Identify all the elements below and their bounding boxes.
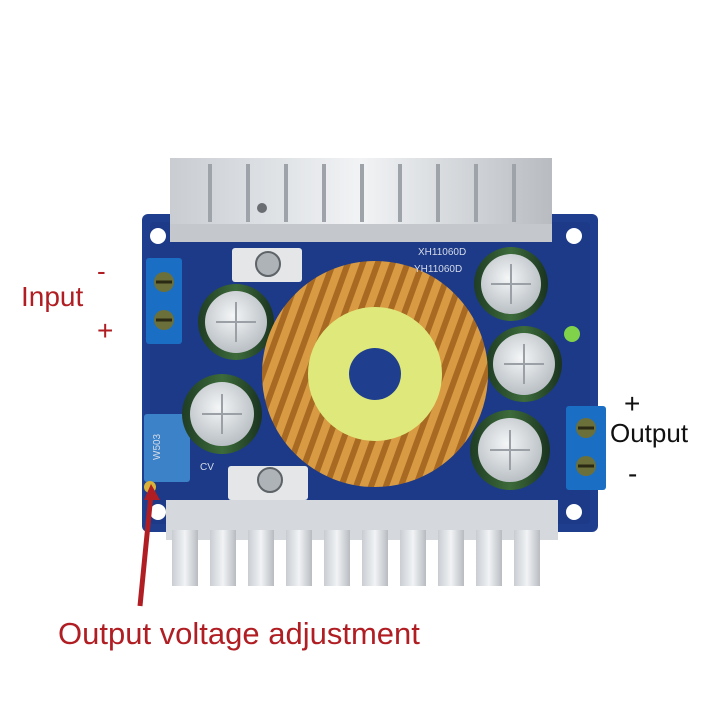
mosfet-top	[232, 248, 302, 282]
chip-marking-1: XH11060D	[418, 247, 466, 258]
adjustment-arrow	[137, 484, 160, 607]
mount-hole	[150, 228, 166, 244]
pot-marking: W503	[152, 433, 163, 460]
cv-marking: CV	[200, 462, 214, 473]
bottom-heatsink	[166, 500, 558, 586]
input-label: Input	[21, 281, 84, 312]
chip-marking-2: YH11060D	[414, 264, 462, 275]
toroid-inductor	[262, 261, 488, 487]
mount-hole	[566, 504, 582, 520]
output-plus-label: +	[624, 388, 641, 419]
output-minus-label: -	[628, 458, 638, 489]
output-voltage-adjustment-label: Output voltage adjustment	[58, 616, 420, 651]
input-minus-label: -	[97, 256, 106, 286]
capacitor-right-middle	[486, 326, 562, 402]
potentiometer	[144, 414, 190, 493]
output-label: Output	[610, 418, 689, 448]
input-terminal	[146, 258, 182, 344]
top-heatsink	[170, 158, 552, 242]
mount-hole	[150, 504, 166, 520]
capacitor-right-bottom	[470, 410, 550, 490]
output-terminal	[566, 406, 606, 490]
capacitor-left-top	[198, 284, 274, 360]
mosfet-bottom	[228, 466, 308, 500]
mount-hole	[566, 228, 582, 244]
capacitor-right-top	[474, 247, 548, 321]
led-icon	[564, 326, 580, 342]
input-plus-label: +	[97, 315, 114, 346]
capacitor-left-bottom	[182, 374, 262, 454]
